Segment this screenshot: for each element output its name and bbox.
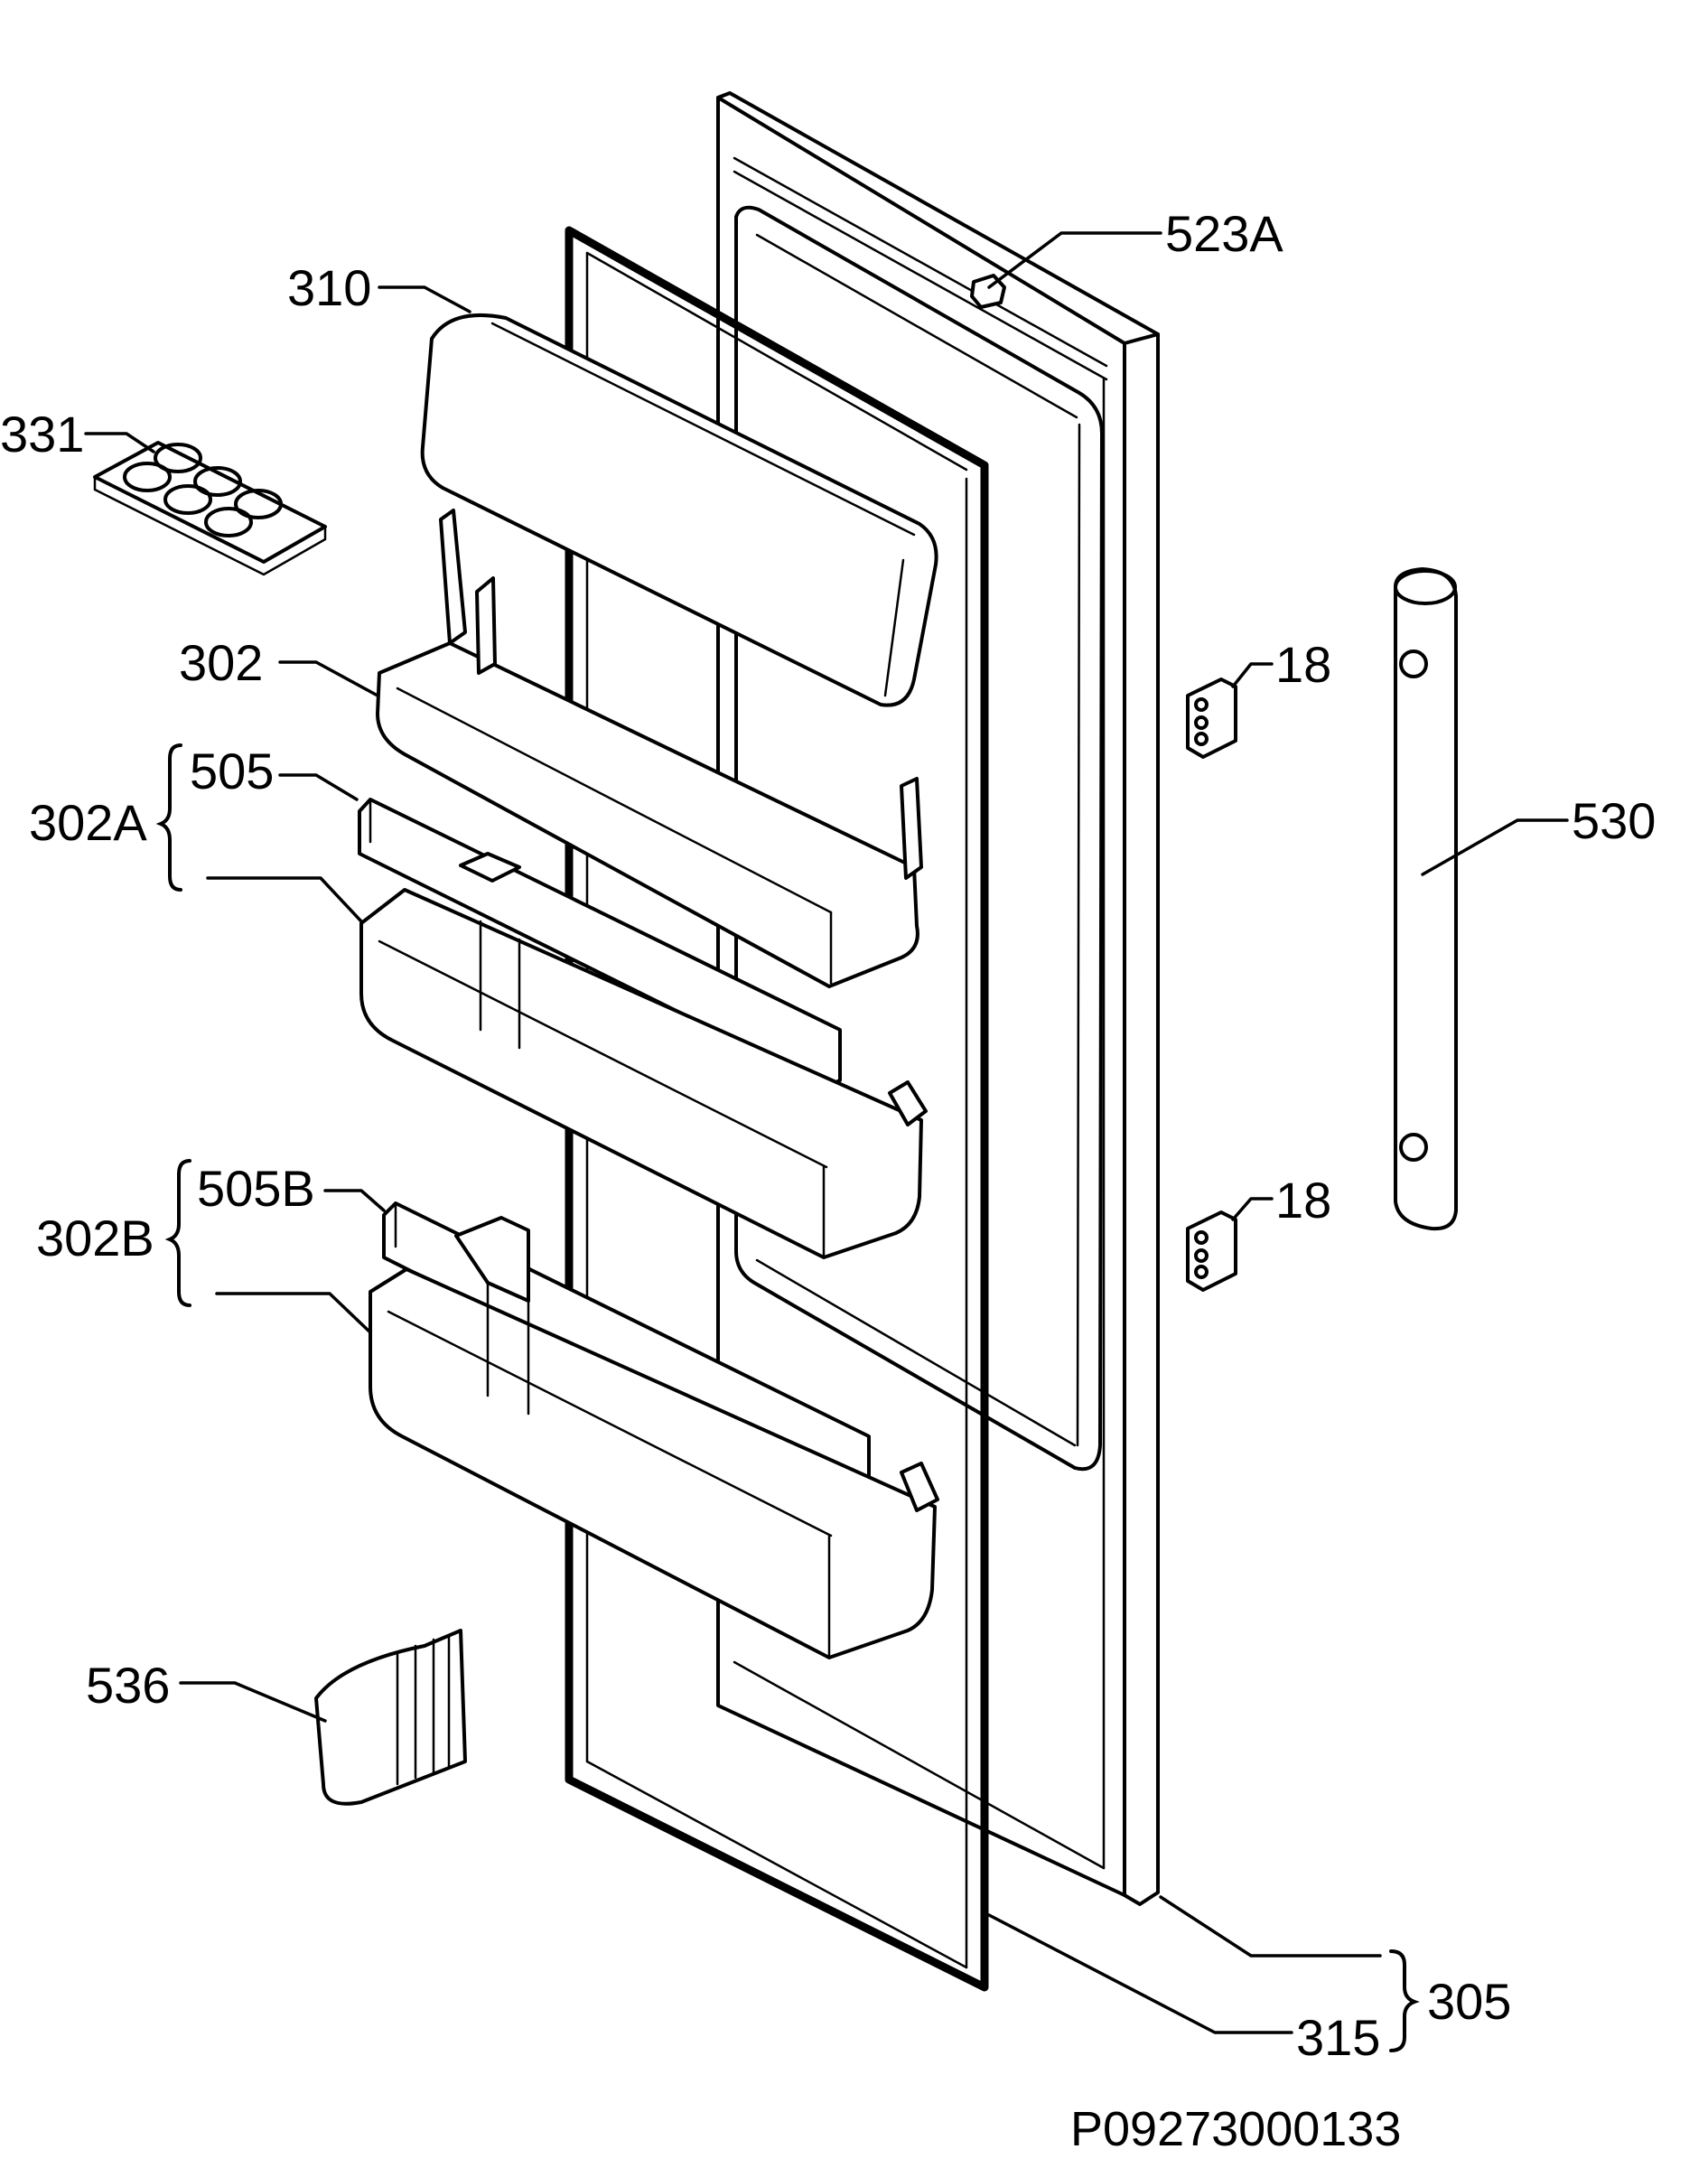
- label-302: 302: [179, 634, 263, 691]
- label-305: 305: [1427, 1973, 1511, 2030]
- label-530: 530: [1572, 792, 1656, 849]
- door-handle: [1394, 567, 1458, 1231]
- label-18-upper: 18: [1275, 636, 1331, 693]
- leader-302: [278, 660, 379, 697]
- bottle-retainer: [314, 1629, 467, 1806]
- leader-302b: [215, 1292, 372, 1334]
- egg-tray: [93, 441, 327, 576]
- leader-305: [1159, 1895, 1382, 1958]
- leader-331: [84, 432, 155, 453]
- leader-315: [987, 1913, 1293, 2034]
- leader-505b: [323, 1189, 386, 1212]
- leader-536: [179, 1681, 327, 1723]
- drawing-code: P09273000133: [1070, 2102, 1401, 2156]
- label-18-lower: 18: [1275, 1172, 1331, 1229]
- label-505b: 505B: [197, 1160, 315, 1217]
- leader-523a: [987, 231, 1162, 289]
- callout-labels: 310 331 302 505 302A 505B 302B 536 523A …: [0, 205, 1656, 2066]
- label-331: 331: [0, 406, 84, 463]
- hinge-block-upper: [1186, 678, 1237, 759]
- leader-18-upper: [1231, 662, 1274, 688]
- door-shelf-302a: [359, 852, 928, 1259]
- door-shelf-302: [376, 509, 923, 988]
- bracket-302b: [164, 1159, 191, 1307]
- door-shelf-302b: [369, 1216, 939, 1659]
- label-310: 310: [287, 259, 371, 316]
- leader-505: [278, 773, 359, 801]
- dairy-compartment-lid: [420, 313, 938, 707]
- bracket-302a: [155, 743, 182, 892]
- brackets: [155, 743, 1420, 2052]
- label-505: 505: [190, 743, 274, 799]
- label-536: 536: [86, 1657, 170, 1714]
- leader-310: [378, 285, 471, 313]
- label-523a: 523A: [1165, 205, 1283, 262]
- leader-530: [1421, 818, 1569, 876]
- hinge-block-lower: [1186, 1210, 1237, 1292]
- label-315: 315: [1296, 2009, 1380, 2066]
- label-302a: 302A: [29, 794, 147, 851]
- leader-18-lower: [1231, 1197, 1274, 1221]
- label-302b: 302B: [36, 1210, 154, 1266]
- leader-302a: [206, 876, 363, 923]
- leader-lines: [84, 231, 1569, 2034]
- bracket-305: [1389, 1949, 1420, 2052]
